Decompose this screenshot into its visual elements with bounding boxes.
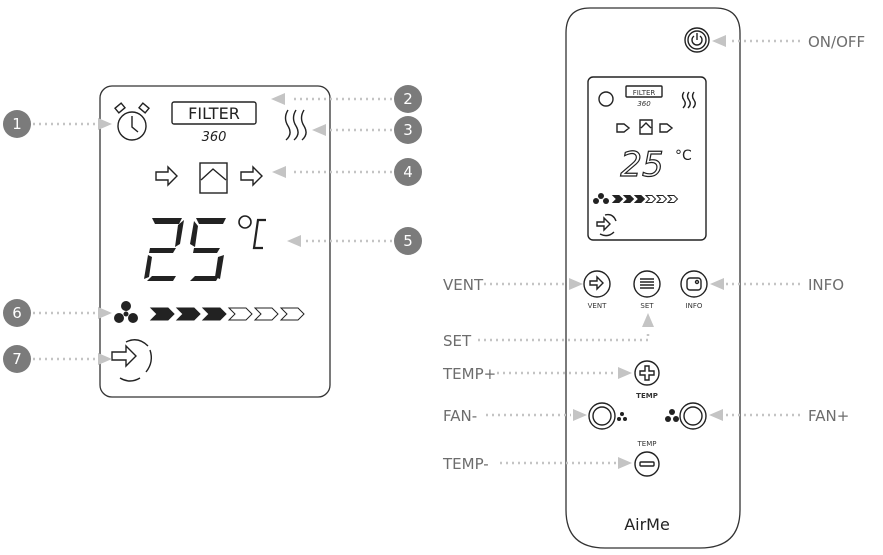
svg-text:INFO: INFO [686,302,703,310]
fan-level-segment-on [175,307,201,321]
filter-box [171,101,257,125]
fan-level-segment-on [149,307,175,321]
svg-text:25: 25 [620,145,663,185]
svg-text:2: 2 [403,90,413,108]
fan-level-segment-off [227,307,253,321]
fan-level-segment-on [622,195,635,203]
info-button[interactable]: INFO [680,270,708,310]
svg-text:FILTER: FILTER [633,89,656,97]
svg-text:VENT: VENT [443,276,484,294]
info-icon [686,277,702,291]
remote-mini-lcd: FILTER 360 25 °C [587,76,707,241]
heat-waves-icon [284,109,307,141]
fan-level-segment-off [644,195,657,203]
power-icon [691,33,703,46]
fan-speed-bar [149,307,305,321]
svg-text:3: 3 [403,121,413,139]
label-info: INFO [710,276,844,294]
svg-text:4: 4 [403,163,413,181]
svg-text:FAN-: FAN- [443,407,477,425]
ventilation-icon [589,275,604,291]
svg-text:6: 6 [12,304,22,322]
label-temp-plus: TEMP+ [442,365,632,383]
label-on-off: ON/OFF [712,33,865,51]
brand-logo: AirMe [624,515,670,534]
lcd-display: FILTER 360 25 [99,85,331,398]
fan-level-segment-off [253,307,279,321]
alarm-clock-icon [114,102,150,141]
vent-button[interactable]: VENT [583,270,611,310]
temperature-readout: 25 °C [144,215,266,281]
callout-5: 5 [287,227,422,255]
seven-segment-digits [144,218,226,281]
svg-text:7: 7 [12,350,22,368]
ventilation-icon [111,339,153,382]
menu-lines-icon [640,278,654,289]
svg-text:SET: SET [443,332,472,350]
svg-text:TEMP: TEMP [636,392,658,400]
fan-plus-button[interactable] [665,402,707,430]
svg-text:ON/OFF: ON/OFF [808,33,865,51]
label-temp-minus: TEMP- [442,455,632,473]
fan-level-segment-off [655,195,668,203]
label-vent: VENT [443,276,583,294]
set-button[interactable]: SET [633,270,661,310]
svg-text:TEMP: TEMP [637,440,657,448]
label-set: SET [443,313,654,350]
plus-icon [639,365,655,381]
temp-minus-button[interactable]: TEMP [634,440,660,477]
power-button[interactable] [684,27,710,53]
callout-6: 6 [3,299,112,327]
fan-level-segment-off [279,307,305,321]
fan-minus-button[interactable] [588,402,627,430]
callout-4: 4 [272,158,422,186]
filter-label: FILTER [188,104,240,123]
svg-text:INFO: INFO [808,276,844,294]
fan-icon [114,301,138,323]
fan-level-segment-on [633,195,646,203]
fan-large-icon [665,409,679,422]
svg-text:360: 360 [637,100,651,108]
svg-text:FAN+: FAN+ [808,407,849,425]
fan-level-segment-on [611,195,624,203]
callout-1: 1 [3,110,112,138]
celsius-glyph [252,218,266,250]
label-fan-plus: FAN+ [709,407,849,425]
minus-icon [639,461,655,467]
svg-text:TEMP-: TEMP- [442,455,489,473]
label-fan-minus: FAN- [443,407,587,425]
svg-text:5: 5 [403,232,413,250]
temp-plus-button[interactable]: TEMP [634,360,660,400]
filter-value: 360 [202,130,227,145]
callout-7: 7 [3,345,112,373]
airflow-mode-icon [155,162,263,194]
fan-small-icon [617,412,627,421]
svg-text:°C: °C [675,148,692,164]
svg-text:SET: SET [640,302,654,310]
fan-level-segment-off [666,195,679,203]
callout-3: 3 [312,116,422,144]
svg-text:1: 1 [12,115,22,133]
callout-2: 2 [271,85,422,113]
svg-text:TEMP+: TEMP+ [442,365,496,383]
remote-control: FILTER 360 25 °C VENT SET INFO [565,7,741,549]
svg-text:VENT: VENT [588,302,607,310]
fan-level-segment-on [201,307,227,321]
